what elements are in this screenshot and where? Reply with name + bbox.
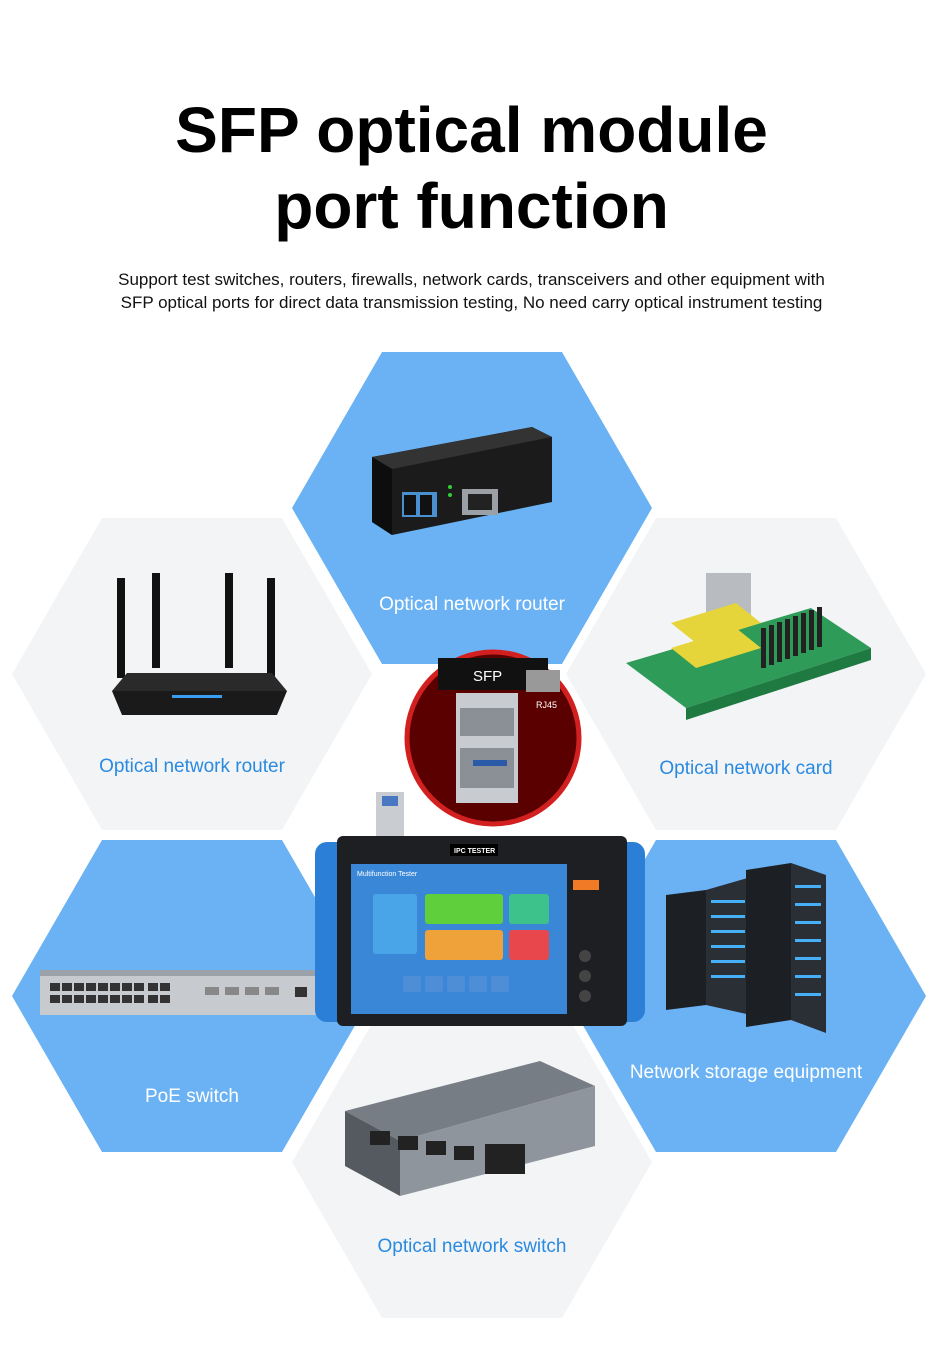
hex-optical-network-switch: Optical network switch <box>292 1006 652 1318</box>
screen-title: Multifunction Tester <box>357 871 418 878</box>
hex-optical-network-card: Optical network card <box>566 518 926 830</box>
hex-label: PoE switch <box>145 1086 239 1107</box>
hex-poe-switch: PoE switch <box>12 840 372 1152</box>
title-line-2: port function <box>274 170 669 242</box>
title-line-1: SFP optical module <box>175 94 768 166</box>
hex-optical-network-router-top: Optical network router <box>292 352 652 664</box>
poe-switch-icon <box>40 970 325 1015</box>
hex-label: Optical network router <box>99 756 285 777</box>
subtitle-line-2: SFP optical ports for direct data transm… <box>120 293 823 312</box>
page-title: SFP optical module port function <box>0 92 943 244</box>
hex-optical-network-router-left: Optical network router <box>12 518 372 830</box>
optical-switch-icon <box>345 1061 595 1196</box>
network-card-icon <box>626 573 871 720</box>
sfp-module-icon <box>376 792 404 844</box>
hex-label: Optical network card <box>659 758 833 779</box>
tester-label: IPC TESTER <box>454 848 495 855</box>
sfp-zoom-callout: SFP RJ45 <box>404 649 582 827</box>
media-converter-icon <box>372 427 552 535</box>
hex-label: Optical network router <box>379 594 565 615</box>
ipc-tester-device: IPC TESTER Multifunction Tester <box>315 836 645 1026</box>
sfp-port-label: SFP <box>473 668 502 685</box>
server-rack-icon <box>666 863 826 1033</box>
rj45-label: RJ45 <box>536 700 557 710</box>
hex-label: Optical network switch <box>377 1236 567 1257</box>
page-subtitle: Support test switches, routers, firewall… <box>40 268 903 314</box>
wifi-router-icon <box>112 573 287 715</box>
hex-label: Network storage equipment <box>629 1062 863 1083</box>
subtitle-line-1: Support test switches, routers, firewall… <box>118 270 825 289</box>
